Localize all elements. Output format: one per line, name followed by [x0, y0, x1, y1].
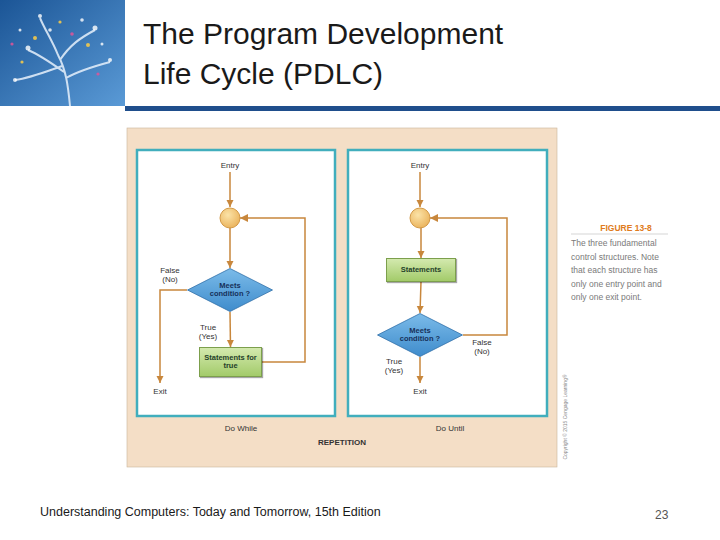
exit-label: Exit	[130, 387, 190, 396]
exit-arrow	[160, 290, 187, 383]
decision-diamond: Meets condition ?	[187, 268, 273, 312]
figure-background	[127, 128, 557, 467]
entry-arrow	[419, 172, 421, 207]
decision-diamond: Meets condition ?	[377, 313, 463, 357]
caption-rule	[571, 234, 668, 235]
branch-label: True (Yes)	[379, 357, 409, 375]
slide-title: The Program Development Life Cycle (PDLC…	[143, 14, 533, 94]
copyright-note: Copyright © 2015 Cengage Learning®	[562, 362, 568, 472]
node-text: Meets condition ?	[209, 282, 251, 298]
structure-name: Do While	[196, 424, 286, 433]
entry-label: Entry	[390, 161, 450, 170]
diamond-shape	[378, 314, 463, 357]
node-text: Meets condition ?	[399, 327, 441, 343]
arrow-head	[240, 214, 248, 222]
process-box: Statements	[386, 258, 456, 282]
panel-frame	[348, 150, 547, 416]
figure-caption: The three fundamental control structures…	[571, 237, 671, 305]
node-text: Statements	[390, 266, 451, 274]
exit-label: Exit	[390, 387, 450, 396]
page-number: 23	[655, 508, 685, 522]
flow-connector	[420, 282, 421, 313]
node-text: Statements for true	[203, 354, 258, 370]
figure-number: FIGURE 13-8	[571, 224, 681, 234]
exit-arrow	[419, 357, 421, 383]
flow-connector	[229, 312, 231, 347]
entry-arrow	[229, 172, 231, 207]
branch-label: False (No)	[467, 338, 497, 356]
header-rule	[125, 106, 720, 111]
panel-frame	[137, 150, 335, 416]
footer-text: Understanding Computers: Today and Tomor…	[40, 505, 460, 520]
branch-label: False (No)	[155, 266, 185, 284]
connector-circle	[410, 208, 430, 228]
connector-circle	[220, 208, 240, 228]
diamond-shape	[188, 269, 273, 312]
arrow-head	[430, 214, 438, 222]
process-box: Statements for true	[199, 347, 262, 377]
header-image	[0, 0, 125, 106]
group-heading: REPETITION	[282, 438, 402, 447]
branch-label: True (Yes)	[193, 323, 223, 341]
structure-name: Do Until	[405, 424, 495, 433]
entry-label: Entry	[200, 161, 260, 170]
